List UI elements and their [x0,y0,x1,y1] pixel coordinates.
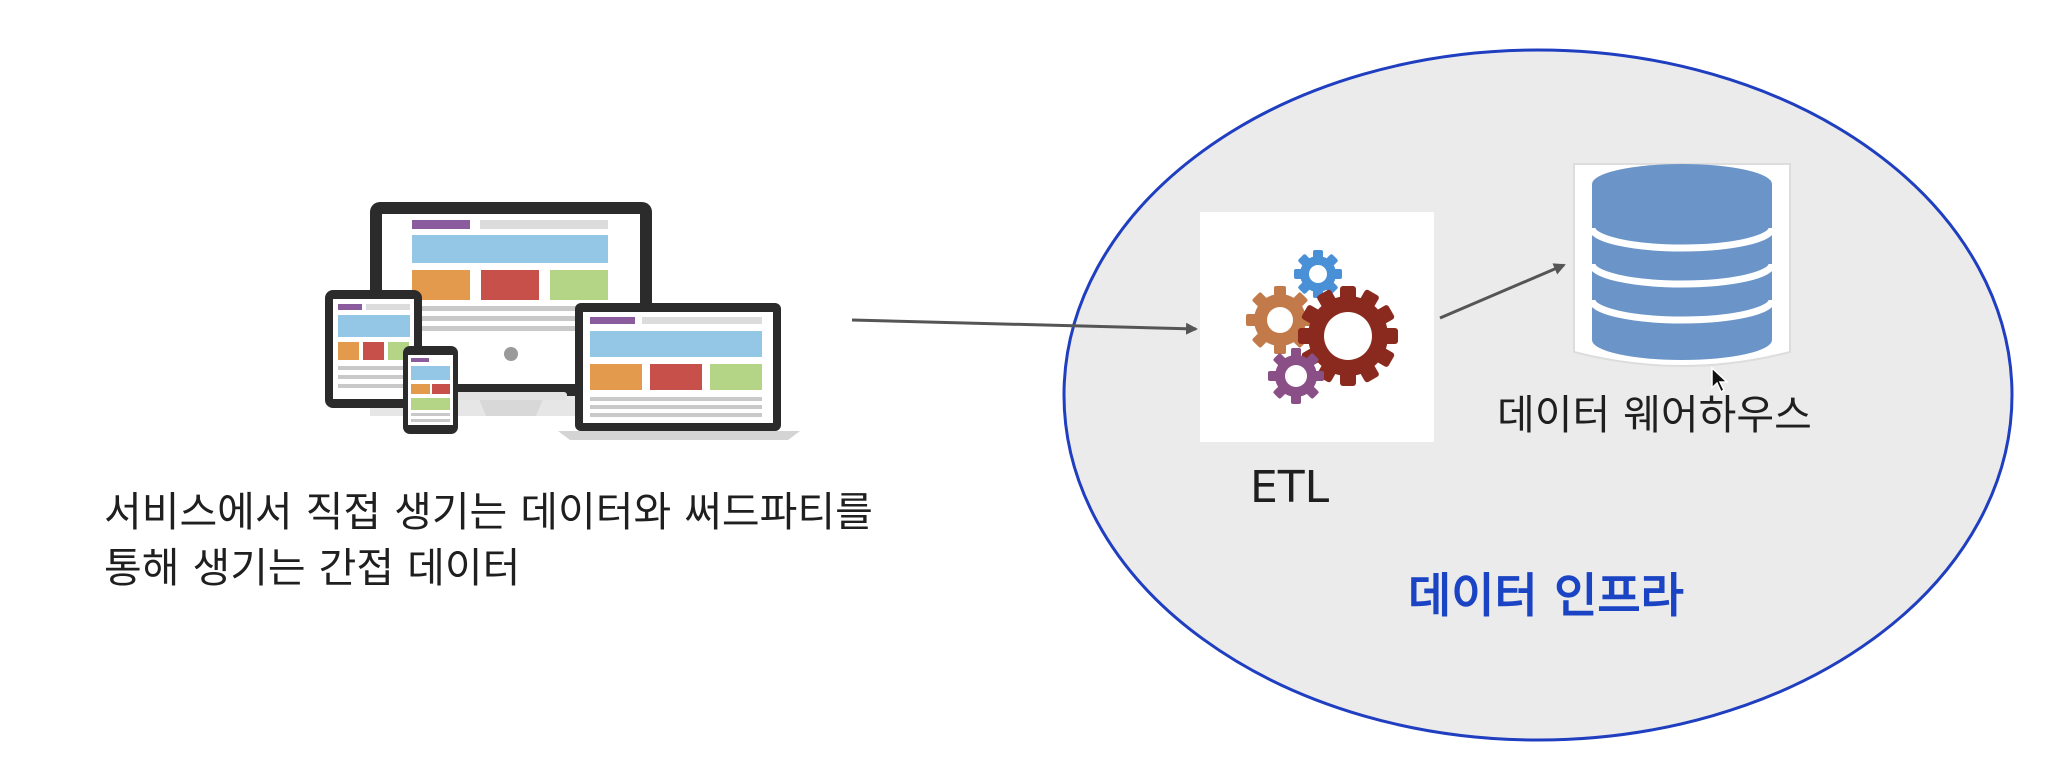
laptop [558,303,800,440]
source-description: 서비스에서 직접 생기는 데이터와 써드파티를 통해 생기는 간접 데이터 [104,484,873,596]
etl-box [1200,212,1434,442]
gears-icon [1246,250,1398,404]
responsive-devices-icon [325,202,800,440]
warehouse-label: 데이터 웨어하우스 [1497,391,1812,439]
arrow-etl-to-warehouse [1439,263,1566,320]
etl-label: ETL [1250,462,1330,513]
infra-title: 데이터 인프라 [1408,569,1684,624]
arrow-source-to-etl [851,318,1198,335]
database-icon [1573,163,1791,367]
source-description-line2: 통해 생기는 간접 데이터 [104,544,521,592]
tablet [325,290,422,408]
source-description-line1: 서비스에서 직접 생기는 데이터와 써드파티를 [104,488,873,536]
phone [403,346,458,434]
mouse-cursor-icon [1711,366,1729,394]
